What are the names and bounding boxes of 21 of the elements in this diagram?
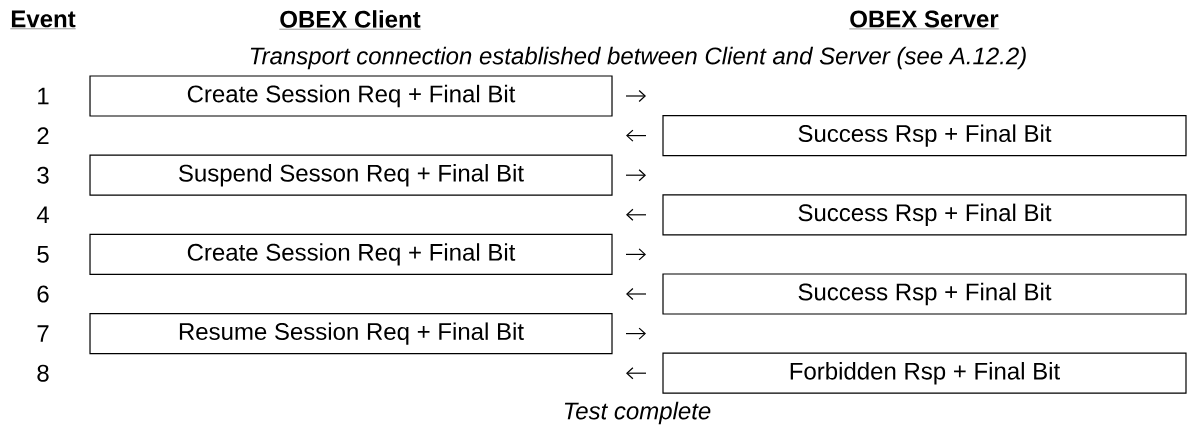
message-box: Create Session Req + Final Bit [89, 233, 613, 275]
event-number: 8 [37, 364, 49, 382]
message-box: Resume Session Req + Final Bit [89, 313, 613, 355]
event-number: 3 [37, 166, 49, 184]
event-number: 1 [38, 87, 49, 105]
event-number: 7 [37, 325, 49, 342]
column-header: OBEX Server [849, 10, 999, 30]
message-box: Forbidden Rsp + Final Bit [662, 352, 1187, 394]
message-box: Suspend Sesson Req + Final Bit [89, 154, 613, 196]
note-text: Test complete [564, 401, 711, 425]
column-header: OBEX Client [279, 10, 421, 30]
event-number: 4 [36, 206, 49, 224]
event-number: 6 [37, 285, 49, 303]
message-box: Success Rsp + Final Bit [662, 115, 1187, 157]
note-text: Transport connection established between Client and Server (see A.12.2) [250, 46, 1026, 70]
column-header: Event [10, 10, 76, 29]
message-box: Success Rsp + Final Bit [662, 194, 1187, 236]
message-box: Success Rsp + Final Bit [662, 273, 1187, 315]
message-box: Create Session Req + Final Bit [89, 75, 613, 117]
event-number: 2 [37, 127, 49, 144]
event-number: 5 [37, 246, 49, 263]
